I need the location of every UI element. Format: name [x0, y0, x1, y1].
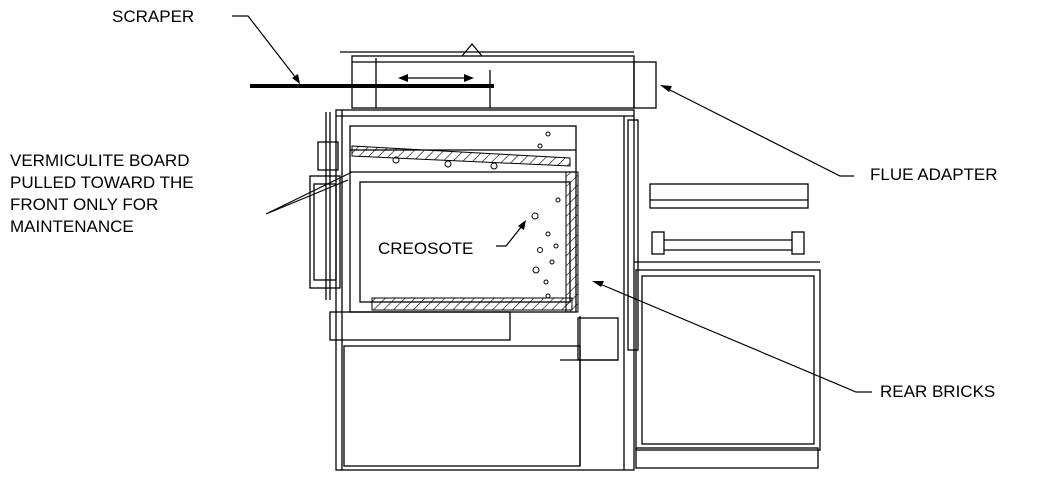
rear-bricks-label: REAR BRICKS — [880, 381, 995, 403]
pellet-hopper — [634, 183, 821, 469]
rear-bricks-leader — [599, 283, 872, 393]
floor-bricks — [371, 297, 573, 311]
creosote-label-text: CREOSOTE — [378, 239, 474, 258]
flue-adapter — [633, 61, 657, 109]
creosote-arrowhead — [518, 220, 526, 230]
stove-body — [335, 109, 639, 471]
rear-bricks-arrowhead — [592, 281, 604, 287]
scraper-motion-arrow — [398, 74, 474, 82]
flue-adapter-label: FLUE ADAPTER — [870, 164, 998, 186]
front-door — [309, 112, 341, 300]
vermiculite-line-4: MAINTENANCE — [10, 217, 134, 236]
creosote-leader — [496, 225, 523, 247]
vermiculite-label: VERMICULITE BOARD PULLED TOWARD THE FRON… — [10, 150, 194, 238]
rear-bricks-label-text: REAR BRICKS — [880, 382, 996, 401]
vermiculite-line-1: VERMICULITE BOARD — [10, 151, 190, 170]
scraper-arrowhead — [292, 74, 300, 84]
creosote-dots — [392, 131, 561, 299]
vermiculite-board — [351, 145, 571, 167]
scraper-label-text: SCRAPER — [112, 7, 195, 26]
flue-adapter-label-text: FLUE ADAPTER — [870, 165, 998, 184]
creosote-label: CREOSOTE — [378, 238, 473, 260]
flue-adapter-leader — [665, 87, 854, 177]
scraper-leader — [232, 15, 297, 79]
top-channel — [340, 42, 635, 109]
scraper-label: SCRAPER — [112, 6, 194, 28]
vermiculite-line-3: FRONT ONLY FOR — [10, 195, 159, 214]
vermiculite-leader — [265, 171, 353, 215]
vermiculite-line-2: PULLED TOWARD THE — [10, 173, 194, 192]
lower-cabinet — [329, 311, 619, 467]
flue-arrowhead — [660, 85, 672, 92]
rear-bricks — [565, 171, 579, 313]
